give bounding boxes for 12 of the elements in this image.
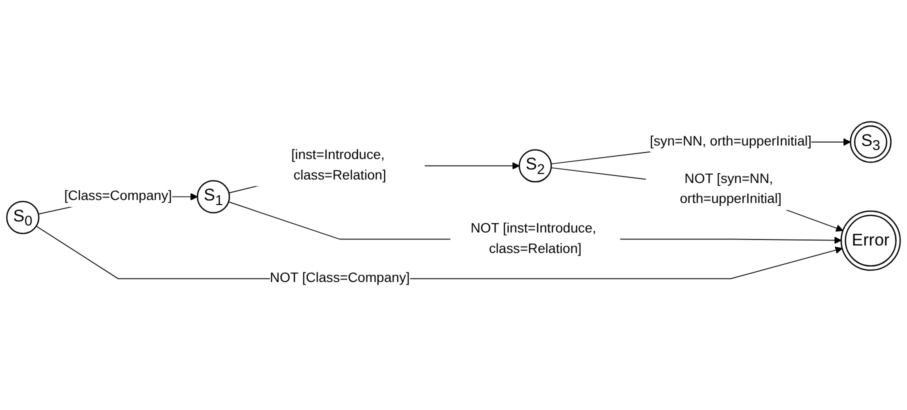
edge-label: [Class=Company]	[64, 188, 172, 204]
node-circle: S$_{0}$	[6, 200, 40, 234]
node-circle: Error	[840, 210, 901, 270]
edge-label: NOT [syn=NN, orth=upperInitial]	[680, 171, 782, 206]
node-circle: S$_{2}$	[518, 148, 552, 182]
node-circle: S$_{1}$	[196, 180, 230, 214]
node-circle: S$_{3}$	[850, 120, 892, 163]
edge-label: NOT [Class=Company]	[270, 270, 410, 286]
edge-label: [syn=NN, orth=upperInitial]	[650, 134, 812, 148]
edge-label: [inst=Introduce, class=Relation]	[291, 148, 386, 182]
edge-label: NOT [inst=Introduce, class=Relation]	[470, 221, 596, 256]
arrow	[550, 167, 844, 232]
